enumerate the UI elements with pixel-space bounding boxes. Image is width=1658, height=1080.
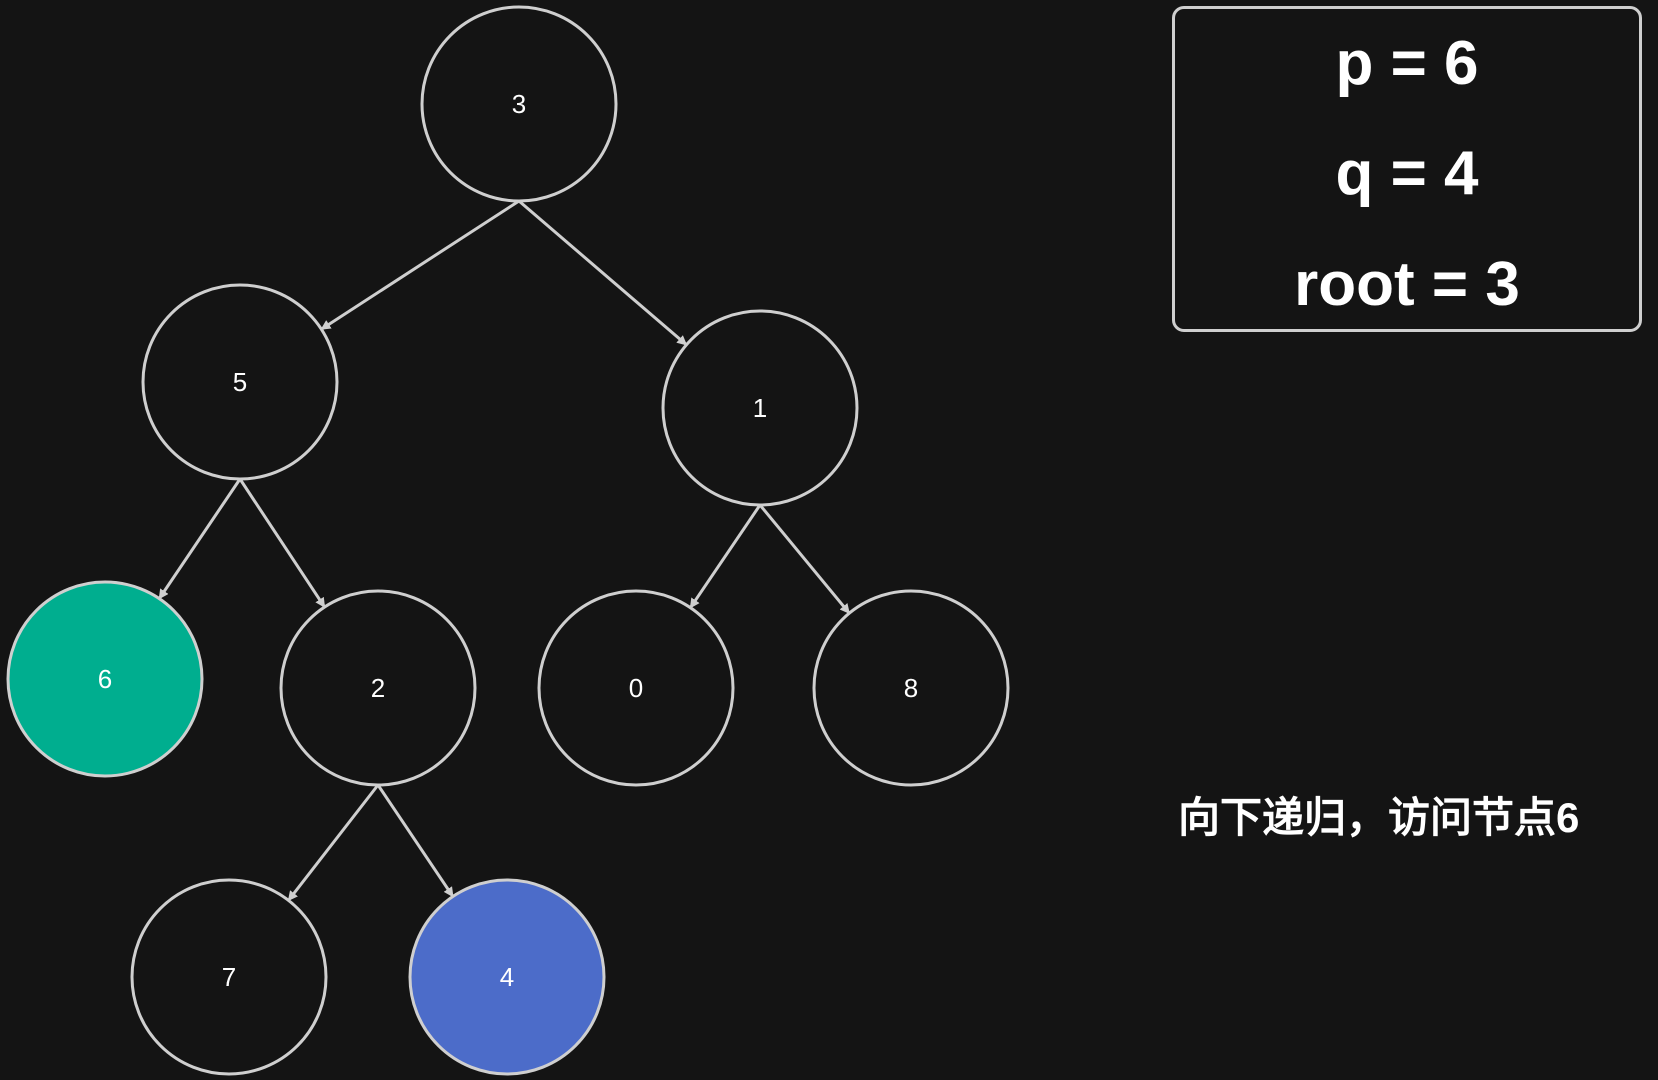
edge-5-to-6: [158, 478, 242, 600]
tree-node-8: 8: [812, 589, 1010, 787]
edge-2-to-4: [376, 784, 455, 898]
node-label-3: 3: [512, 89, 526, 119]
tree-node-2: 2: [279, 589, 477, 787]
node-circle-4: [408, 878, 606, 1076]
tree-nodes: 3 5 1 6 2 0 8 7 4: [6, 5, 1010, 1076]
node-circle-0: [537, 589, 735, 787]
node-circle-1: [661, 309, 859, 507]
edge-1-to-8: [758, 504, 851, 615]
edge-1-to-0: [689, 504, 762, 609]
node-label-2: 2: [371, 673, 385, 703]
q-value: q = 4: [1335, 139, 1479, 208]
node-circle-3: [420, 5, 618, 203]
tree-node-1: 1: [661, 309, 859, 507]
tree-node-6: 6: [6, 580, 204, 778]
tree-node-4: 4: [408, 878, 606, 1076]
node-label-1: 1: [753, 393, 767, 423]
edge-3-to-1: [518, 199, 688, 346]
edge-3-to-5: [320, 199, 520, 331]
node-label-0: 0: [629, 673, 643, 703]
edge-5-to-2: [238, 478, 326, 608]
node-label-7: 7: [222, 962, 236, 992]
variables-panel: p = 6 q = 4 root = 3: [1172, 6, 1642, 332]
node-circle-8: [812, 589, 1010, 787]
tree-node-5: 5: [141, 283, 339, 481]
node-label-6: 6: [98, 664, 112, 694]
p-value: p = 6: [1335, 29, 1479, 98]
step-description: 向下递归，访问节点6: [1178, 794, 1580, 841]
node-circle-6: [6, 580, 204, 778]
tree-node-7: 7: [130, 878, 328, 1076]
edge-2-to-7: [287, 784, 380, 902]
node-circle-2: [279, 589, 477, 787]
tree-edges: [158, 199, 851, 902]
node-circle-5: [141, 283, 339, 481]
tree-node-3: 3: [420, 5, 618, 203]
node-label-4: 4: [500, 962, 514, 992]
node-label-5: 5: [233, 367, 247, 397]
root-value: root = 3: [1294, 250, 1520, 319]
node-circle-7: [130, 878, 328, 1076]
tree-node-0: 0: [537, 589, 735, 787]
node-label-8: 8: [904, 673, 918, 703]
